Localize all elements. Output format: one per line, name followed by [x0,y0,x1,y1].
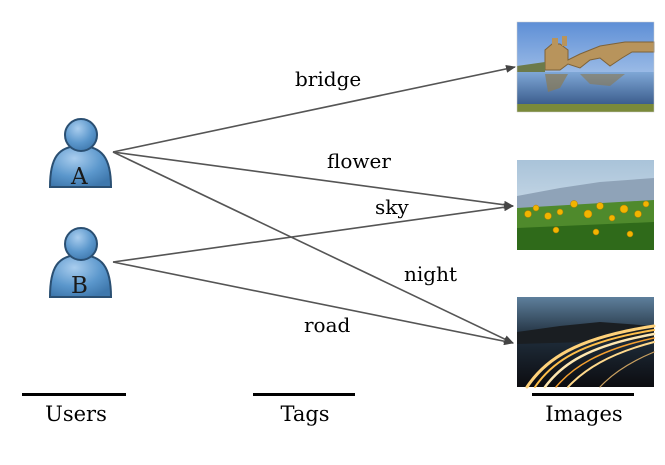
tag-label-sky: sky [375,195,409,219]
flower-image [517,160,654,250]
edge-b-sky [112,203,514,263]
column-labels: Users Tags Images [45,402,623,426]
images-column-label: Images [545,402,622,426]
bridge-image [516,21,655,113]
user-b-icon: B [48,227,113,299]
edge-b-road [112,261,514,346]
users-column-label: Users [45,402,107,426]
tags-column-label: Tags [280,402,329,426]
tag-label-flower: flower [327,149,391,173]
users-column-underline [22,393,126,396]
tags-column-underline [253,393,355,396]
user-a-letter: A [70,164,88,190]
user-b-letter: B [71,273,88,299]
tag-label-bridge: bridge [295,67,361,91]
images-column-underline [532,393,634,396]
edge-a-bridge [112,64,516,153]
tag-labels: bridge flower night sky road [295,67,457,337]
night-road-image [517,297,656,389]
column-underlines [22,393,634,396]
tag-label-night: night [404,262,457,286]
edge-a-flower [112,151,514,209]
tag-label-road: road [304,313,351,337]
edge-a-night [112,151,514,344]
edges-layer [112,64,516,346]
user-a-icon: A [48,118,113,190]
